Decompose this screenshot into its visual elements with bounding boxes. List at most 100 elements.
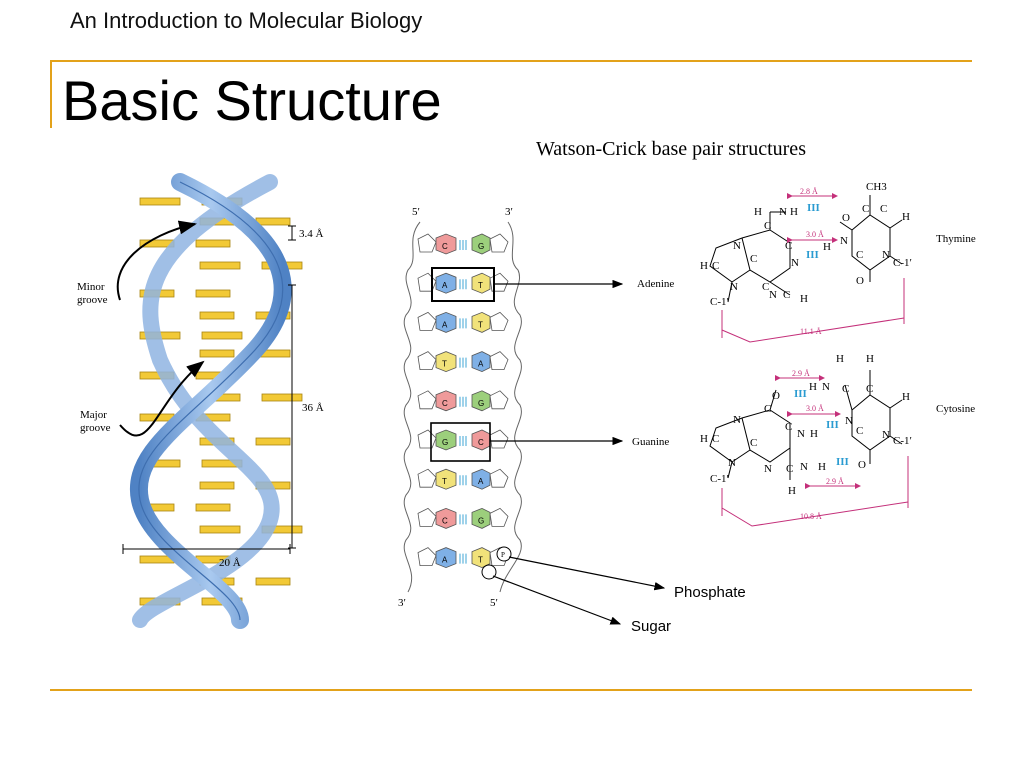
minor-groove-label-1: Minor	[77, 281, 105, 293]
base-rung	[255, 217, 291, 226]
svg-text:N: N	[882, 429, 890, 441]
base-rung	[255, 577, 291, 586]
base-letter-left: G	[442, 438, 448, 447]
sugar-ring	[489, 507, 509, 527]
sugar-ring	[417, 272, 437, 292]
svg-text:C: C	[712, 260, 719, 272]
base-hexagon	[435, 390, 457, 412]
svg-text:H: H	[788, 485, 796, 497]
base-hexagon	[471, 311, 491, 333]
svg-text:H: H	[754, 206, 762, 218]
svg-text:N: N	[728, 457, 736, 469]
base-letter-right: A	[478, 360, 484, 369]
strand-end-bottom-right: 5′	[490, 597, 498, 609]
base-hexagon	[471, 351, 491, 373]
svg-text:C: C	[880, 203, 887, 215]
base-rung	[195, 239, 231, 248]
pitch-label: 36 Å	[302, 402, 324, 414]
svg-text:III: III	[807, 202, 820, 214]
base-letter-left: A	[442, 320, 448, 329]
base-letter-right: T	[478, 556, 483, 565]
sugar-ring	[417, 311, 437, 331]
adenine-callout-label: Adenine	[637, 278, 674, 290]
sugar-callout-arrow	[492, 575, 622, 625]
svg-text:C-1′: C-1′	[893, 257, 912, 269]
sugar-ring	[417, 547, 437, 566]
svg-text:H: H	[700, 260, 708, 272]
svg-text:C: C	[862, 203, 869, 215]
svg-text:III: III	[806, 249, 819, 261]
minor-groove-arrow	[116, 220, 197, 301]
svg-text:C: C	[750, 437, 757, 449]
base-letter-left: T	[442, 360, 447, 369]
svg-text:O: O	[858, 459, 866, 471]
base-letter-right: G	[478, 399, 484, 408]
pitch-dimension	[288, 284, 296, 549]
phosphate-marker	[496, 546, 512, 562]
sugar-ring	[489, 390, 509, 410]
helix-strand-front-edge	[138, 181, 284, 621]
svg-text:N: N	[822, 381, 830, 393]
svg-text:O: O	[772, 390, 780, 402]
strand-end-top-right: 3′	[505, 206, 513, 218]
base-hexagon	[435, 507, 457, 529]
phosphate-callout-arrow	[508, 556, 666, 591]
base-hexagon	[435, 272, 457, 294]
svg-text:C: C	[712, 433, 719, 445]
svg-text:N: N	[733, 414, 741, 426]
svg-text:C: C	[866, 383, 873, 395]
base-hexagon	[435, 547, 457, 569]
strand-end-top-left: 5′	[412, 206, 420, 218]
at-distances	[721, 193, 905, 343]
base-letter-left: A	[442, 281, 448, 290]
guanine-callout-label: Guanine	[632, 436, 669, 448]
base-rung	[201, 331, 243, 340]
backbone-left	[403, 221, 421, 593]
base-rung	[199, 349, 235, 358]
base-letter-left: C	[442, 242, 448, 251]
base-rung	[199, 481, 235, 490]
base-letter-left: T	[442, 477, 447, 486]
sugar-ring	[489, 233, 509, 253]
svg-text:C: C	[856, 249, 863, 261]
sugar-callout-label: Sugar	[631, 618, 671, 635]
svg-text:N: N	[882, 249, 890, 261]
svg-text:C: C	[842, 383, 849, 395]
svg-text:N: N	[733, 240, 741, 252]
top-accent-rule	[50, 60, 972, 62]
svg-text:H: H	[790, 206, 798, 218]
svg-text:H: H	[810, 428, 818, 440]
sugar-marker	[481, 564, 497, 580]
svg-text:C-1′: C-1′	[710, 296, 729, 308]
base-letter-right: C	[478, 438, 484, 447]
svg-text:H: H	[700, 433, 708, 445]
base-hexagon	[435, 351, 457, 373]
gc-dist-top: 2.9 Å	[792, 369, 810, 378]
base-hexagon	[471, 507, 491, 529]
sugar-ring	[489, 272, 509, 292]
base-letter-left: C	[442, 399, 448, 408]
course-title: An Introduction to Molecular Biology	[70, 8, 423, 33]
slide-title: Basic Structure	[62, 69, 442, 132]
at-methyl: CH3	[866, 181, 887, 193]
svg-text:C-1′: C-1′	[710, 473, 729, 485]
sugar-ring	[489, 351, 509, 371]
svg-text:O: O	[856, 275, 864, 287]
svg-text:C: C	[856, 425, 863, 437]
sugar-ring	[489, 429, 509, 449]
base-hexagon	[471, 468, 491, 490]
svg-text:N: N	[764, 463, 772, 475]
svg-text:C: C	[786, 463, 793, 475]
base-rung	[199, 261, 241, 270]
svg-text:H: H	[866, 353, 874, 365]
base-rung	[195, 503, 231, 512]
helix-strand-front	[129, 173, 292, 629]
gc-dist-mid: 3.0 Å	[806, 404, 824, 413]
svg-text:C: C	[762, 281, 769, 293]
minor-groove-label-2: groove	[77, 294, 108, 306]
base-rung	[139, 197, 181, 206]
